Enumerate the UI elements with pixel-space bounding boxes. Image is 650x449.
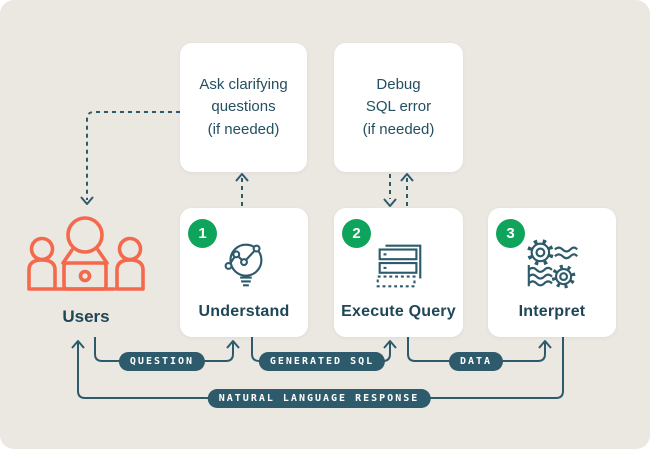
flow-label-response: NATURAL LANGUAGE RESPONSE bbox=[207, 389, 431, 408]
debug-sql-box: Debug SQL error (if needed) bbox=[334, 43, 463, 172]
gear-top-left bbox=[527, 239, 554, 266]
step-card-execute-query: 2 Execute Query bbox=[334, 208, 463, 337]
step-label: Interpret bbox=[518, 303, 586, 320]
gear-bottom-right bbox=[551, 264, 576, 289]
server-stack-icon bbox=[376, 244, 421, 288]
ask-clarifying-text: Ask clarifying questions (if needed) bbox=[199, 75, 288, 138]
gears-waves-icon bbox=[527, 239, 578, 289]
step-number-badge: 3 bbox=[496, 219, 525, 248]
users-figure: Users bbox=[26, 208, 146, 338]
lightbulb-chart-icon bbox=[224, 243, 263, 287]
step-number-badge: 1 bbox=[188, 219, 217, 248]
flow-label-data: DATA bbox=[448, 352, 504, 371]
flow-label-question: QUESTION bbox=[118, 352, 206, 371]
debug-to-execute-dashed-line bbox=[383, 174, 397, 207]
understand-to-clarify-dashed-line bbox=[235, 173, 249, 206]
step-number-badge: 2 bbox=[342, 219, 371, 248]
flow-label-generated-sql: GENERATED SQL bbox=[258, 352, 386, 371]
step-label: Understand bbox=[198, 303, 290, 320]
step-card-understand: 1 Understand bbox=[180, 208, 308, 337]
debug-sql-text: Debug SQL error (if needed) bbox=[362, 75, 435, 138]
step-label: Execute Query bbox=[341, 303, 456, 320]
users-icon bbox=[27, 216, 145, 291]
execute-to-debug-dashed-line bbox=[400, 173, 414, 206]
step-card-interpret: 3 Interpret bbox=[488, 208, 616, 337]
clarify-to-users-dashed-line bbox=[80, 111, 180, 205]
ask-clarifying-box: Ask clarifying questions (if needed) bbox=[180, 43, 307, 172]
users-label: Users bbox=[62, 307, 110, 326]
